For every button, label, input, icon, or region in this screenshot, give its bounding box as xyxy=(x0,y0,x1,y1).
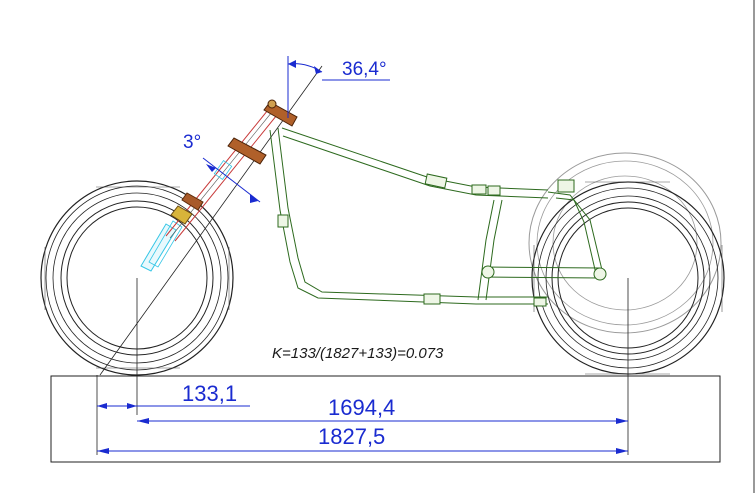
rake-angle-label: 36,4° xyxy=(342,59,387,80)
k-coefficient-formula: K=133/(1827+133)=0.073 xyxy=(272,345,444,362)
ground-block xyxy=(50,375,721,463)
wheelbase-label: 1694,4 xyxy=(328,395,395,420)
trail-dimension: 133,1 xyxy=(97,381,250,409)
total-length-dimension: 1827,5 xyxy=(97,424,628,454)
fork-offset-dimension: 3° xyxy=(183,132,261,203)
fork-offset-label: 3° xyxy=(183,132,201,153)
total-length-label: 1827,5 xyxy=(318,424,385,449)
rake-angle-dimension: 36,4° xyxy=(287,56,390,118)
front-fork xyxy=(140,99,298,272)
front-wheel xyxy=(40,180,234,376)
frame xyxy=(269,127,607,307)
trail-label: 133,1 xyxy=(182,381,237,406)
wheelbase-dimension: 1694,4 xyxy=(137,395,628,424)
